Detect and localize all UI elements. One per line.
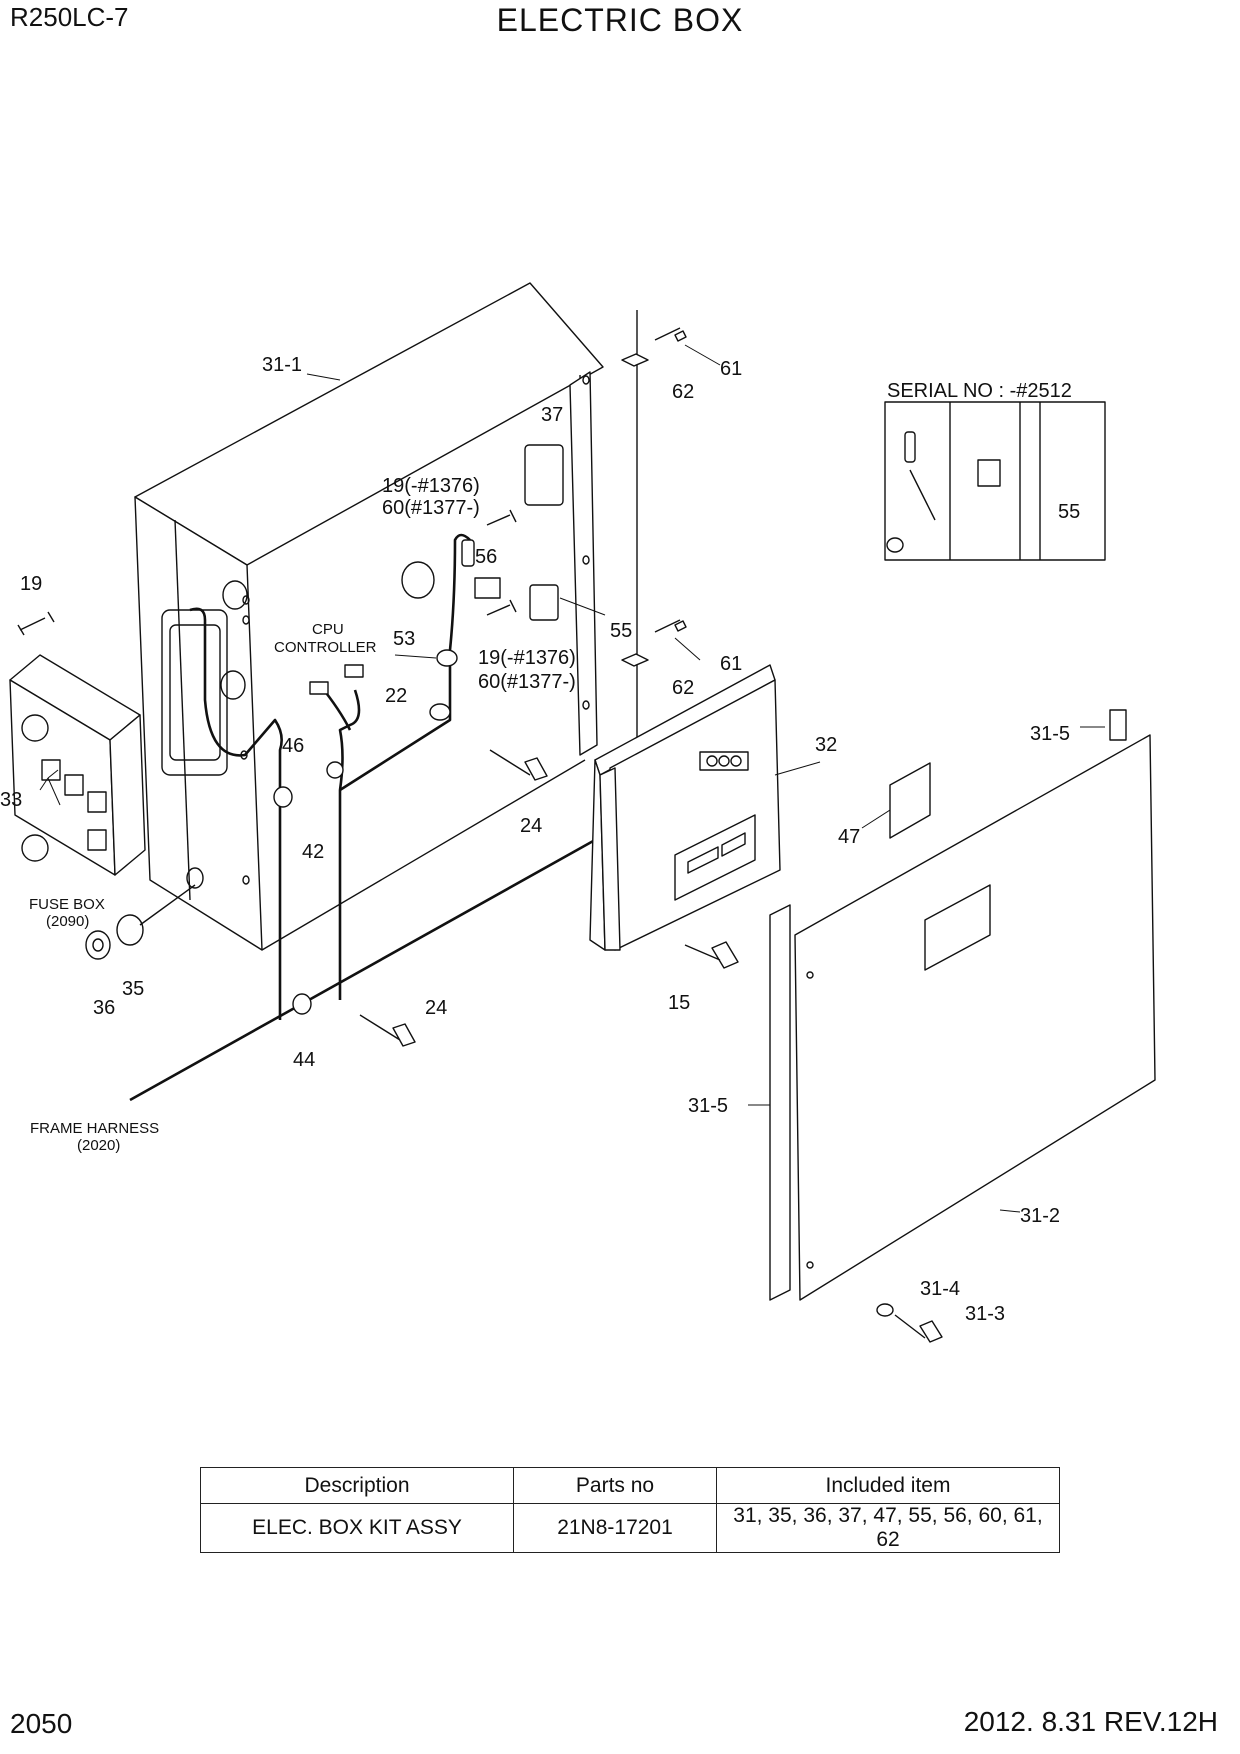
cell-description: ELEC. BOX KIT ASSY bbox=[200, 1503, 514, 1553]
callout-19-60-top-b: 60(#1377-) bbox=[382, 497, 480, 519]
cover-plate-31-2 bbox=[769, 709, 1156, 1301]
callout-24-top: 24 bbox=[520, 815, 542, 837]
diagram-linework bbox=[9, 282, 1156, 1343]
callout-37: 37 bbox=[541, 404, 563, 426]
connector-56-shape bbox=[461, 539, 475, 567]
cell-parts-no: 21N8-17201 bbox=[513, 1503, 717, 1553]
fuse-box bbox=[9, 654, 146, 876]
table-row: ELEC. BOX KIT ASSY 21N8-17201 31, 35, 36… bbox=[200, 1503, 1060, 1553]
callout-24-bottom: 24 bbox=[425, 997, 447, 1019]
callout-35: 35 bbox=[122, 978, 144, 1000]
inset-caption: SERIAL NO : -#2512 bbox=[887, 380, 1072, 402]
callout-31-5-bottom: 31-5 bbox=[688, 1095, 728, 1117]
relay-37-shape bbox=[524, 444, 564, 506]
cpu-reference-line2: CONTROLLER bbox=[274, 639, 377, 656]
callout-31-1: 31-1 bbox=[262, 354, 302, 376]
bolts bbox=[17, 327, 943, 1343]
frame-harness-reference-line2: (2020) bbox=[77, 1137, 120, 1154]
callout-31-4: 31-4 bbox=[920, 1278, 960, 1300]
callout-61-mid: 61 bbox=[720, 653, 742, 675]
switch-35-shape bbox=[116, 914, 144, 946]
cpu-reference-line1: CPU bbox=[312, 621, 344, 638]
wiring-harness bbox=[129, 533, 596, 1102]
clamp-53-shape bbox=[436, 649, 458, 667]
callout-62-mid: 62 bbox=[672, 677, 694, 699]
callout-19-60-mid-a: 19(-#1376) bbox=[478, 647, 576, 669]
page-title: ELECTRIC BOX bbox=[496, 2, 744, 38]
frame-harness-reference-line1: FRAME HARNESS bbox=[30, 1120, 159, 1137]
callout-19: 19 bbox=[20, 573, 42, 595]
callout-31-3: 31-3 bbox=[965, 1303, 1005, 1325]
callout-19-60-top-a: 19(-#1376) bbox=[382, 475, 480, 497]
column-header-description: Description bbox=[200, 1467, 514, 1504]
callout-55-inset: 55 bbox=[1058, 501, 1080, 523]
cpu-controller-32 bbox=[589, 664, 781, 951]
electric-box-housing bbox=[134, 282, 604, 951]
serial-inset bbox=[884, 401, 1106, 561]
cell-included-item: 31, 35, 36, 37, 47, 55, 56, 60, 61, 62 bbox=[716, 1503, 1060, 1553]
fuse-box-reference-line2: (2090) bbox=[46, 913, 89, 930]
page-number: 2050 bbox=[10, 1708, 73, 1739]
table-header-row: Description Parts no Included item bbox=[200, 1467, 1060, 1504]
callout-19-60-mid-b: 60(#1377-) bbox=[478, 671, 576, 693]
callout-31-5-top: 31-5 bbox=[1030, 723, 1070, 745]
callout-36: 36 bbox=[93, 997, 115, 1019]
callout-22: 22 bbox=[385, 685, 407, 707]
label-47-shape bbox=[889, 762, 931, 839]
revision-date: 2012. 8.31 REV.12H bbox=[963, 1706, 1218, 1737]
relay-55-shape bbox=[529, 584, 559, 621]
callout-labels: 31-1 61 62 37 19(-#1376) 60(#1377-) 56 1… bbox=[0, 354, 1080, 1325]
callout-31-2: 31-2 bbox=[1020, 1205, 1060, 1227]
fuse-box-reference-line1: FUSE BOX bbox=[29, 896, 105, 913]
callout-33: 33 bbox=[0, 789, 22, 811]
clamp-42-shape bbox=[273, 786, 293, 808]
callout-15: 15 bbox=[668, 992, 690, 1014]
parts-kit-table: Description Parts no Included item ELEC.… bbox=[200, 1467, 1060, 1553]
callout-46: 46 bbox=[282, 735, 304, 757]
callout-42: 42 bbox=[302, 841, 324, 863]
callout-61-top: 61 bbox=[720, 358, 742, 380]
callout-56: 56 bbox=[475, 546, 497, 568]
callout-44: 44 bbox=[293, 1049, 315, 1071]
washer-36-shape bbox=[85, 930, 111, 960]
callout-47: 47 bbox=[838, 826, 860, 848]
callout-55: 55 bbox=[610, 620, 632, 642]
callout-53: 53 bbox=[393, 628, 415, 650]
clamp-44-shape bbox=[292, 993, 312, 1015]
callout-32: 32 bbox=[815, 734, 837, 756]
column-header-included-item: Included item bbox=[716, 1467, 1060, 1504]
callout-62-top: 62 bbox=[672, 381, 694, 403]
column-header-parts-no: Parts no bbox=[513, 1467, 717, 1504]
model-number: R250LC-7 bbox=[10, 2, 129, 32]
